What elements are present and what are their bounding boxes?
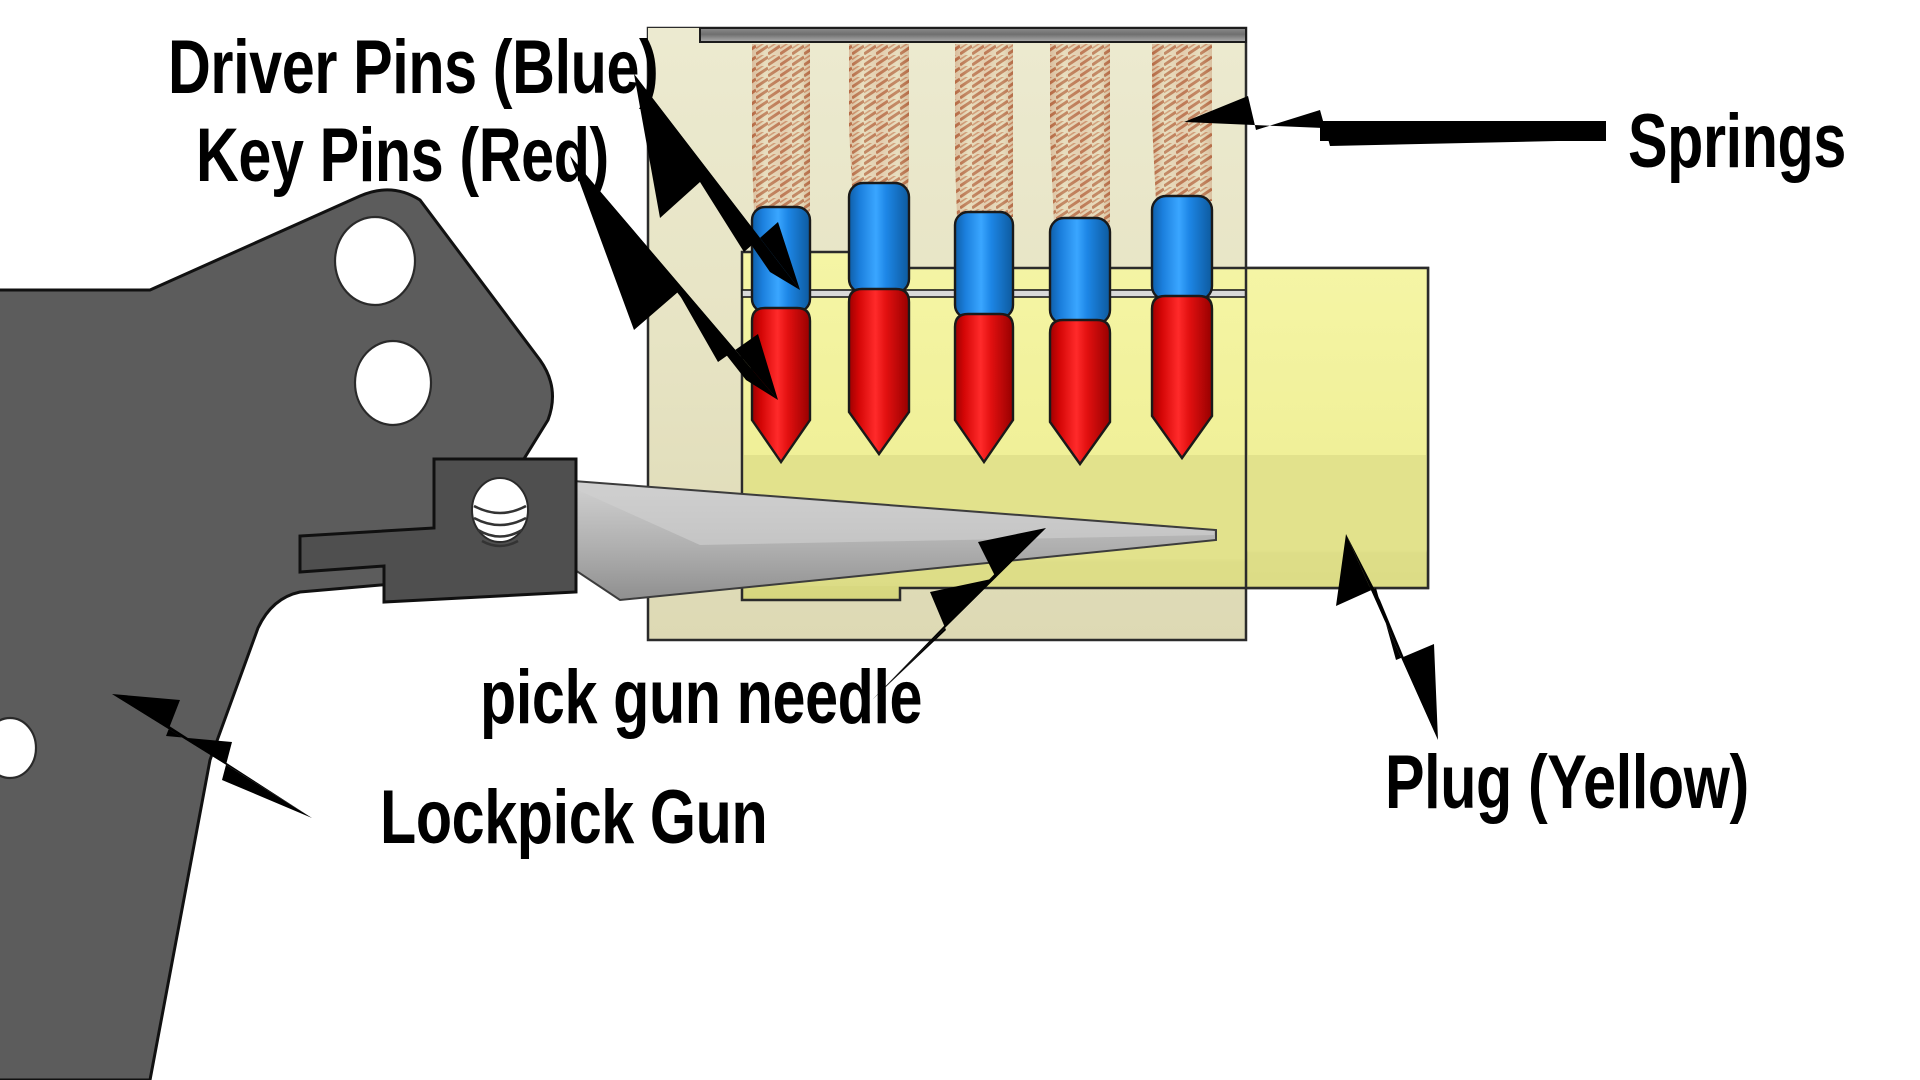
screw-hole-icon [471, 477, 529, 548]
needle-mount-plate [298, 457, 578, 604]
pin-stack-2 [847, 181, 911, 457]
label-key-pins: Key Pins (Red) [196, 113, 609, 198]
spring-1 [752, 44, 810, 212]
housing-top-cap [699, 27, 1247, 43]
gun-hole-lower-left [0, 716, 38, 780]
driver-pin-3 [953, 210, 1015, 320]
key-pin-1 [750, 306, 812, 465]
key-pin-3 [953, 312, 1015, 465]
plug-face [1244, 266, 1430, 590]
pin-stack-4 [1048, 216, 1112, 467]
gun-pivot-hole-upper [333, 215, 417, 307]
label-driver-pins: Driver Pins (Blue) [168, 25, 659, 110]
driver-pin-4 [1048, 216, 1112, 326]
driver-pin-2 [847, 181, 911, 295]
plug-arrow [1336, 534, 1438, 740]
key-pin-4 [1048, 318, 1112, 467]
label-springs: Springs [1628, 99, 1846, 184]
driver-pin-5 [1150, 194, 1214, 302]
annotation-arrows [112, 74, 1606, 818]
spring-2 [849, 44, 909, 188]
spring-5 [1152, 44, 1212, 201]
label-pick-gun-needle: pick gun needle [480, 655, 923, 740]
spring-3 [955, 44, 1013, 217]
label-plug: Plug (Yellow) [1385, 740, 1749, 825]
label-lockpick-gun: Lockpick Gun [380, 775, 768, 860]
springs-group [752, 44, 1212, 224]
spring-4 [1050, 44, 1110, 224]
pin-stack-5 [1150, 194, 1214, 461]
lockpick-gun [0, 188, 554, 1080]
gun-pivot-hole-lower [353, 339, 433, 427]
pin-stack-3 [953, 210, 1015, 465]
pick-gun-needle [559, 478, 1217, 602]
key-pin-5 [1150, 294, 1214, 461]
key-pin-2 [847, 287, 911, 457]
